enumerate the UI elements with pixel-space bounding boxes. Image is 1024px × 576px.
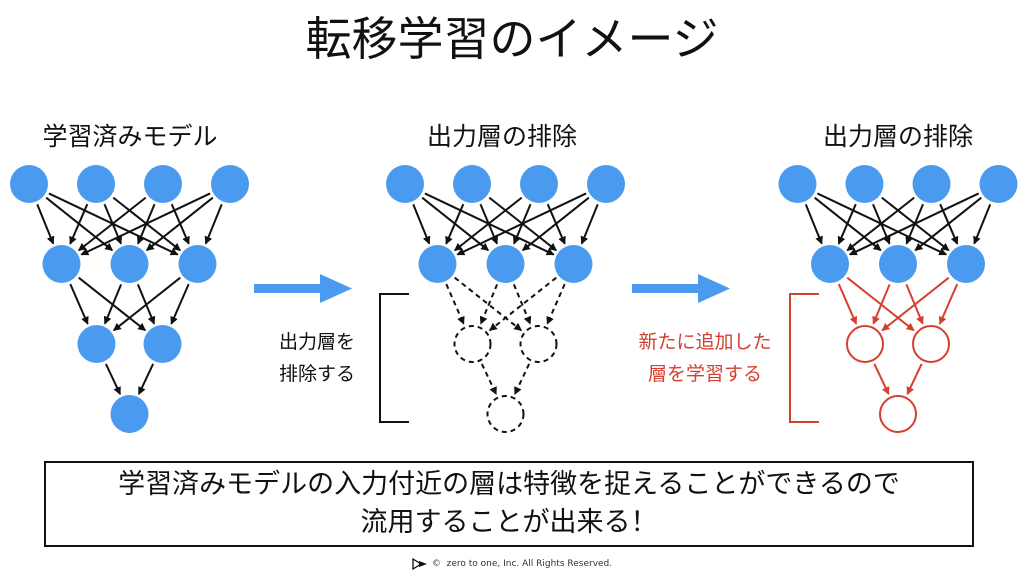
connection-arrow bbox=[170, 283, 190, 325]
connection-arrow bbox=[906, 363, 923, 396]
side-label-remove-output: 出力層を 排除する bbox=[262, 326, 372, 390]
connection-arrow bbox=[837, 203, 857, 245]
transition-arrow-1 bbox=[254, 274, 352, 303]
new-neuron-node bbox=[879, 395, 917, 433]
connection-arrow bbox=[973, 204, 992, 245]
neuron-node bbox=[778, 165, 817, 203]
connection-arrow bbox=[480, 363, 498, 396]
connection-arrow bbox=[453, 196, 523, 252]
bracket-new-layers bbox=[789, 293, 819, 423]
neuron-node bbox=[143, 325, 182, 363]
side-label-train-new: 新たに追加した 層を学習する bbox=[625, 326, 785, 390]
panel-title-remove-output: 出力層の排除 bbox=[426, 122, 577, 151]
neuron-node bbox=[453, 165, 491, 203]
summary-box: 学習済みモデルの入力付近の層は特徴を捉えることができるので 流用することが出来る… bbox=[44, 461, 974, 547]
copyright-text: zero to one, Inc. All Rights Reserved. bbox=[446, 559, 613, 569]
transfer-learning-diagram bbox=[10, 165, 1018, 433]
connection-arrow bbox=[512, 283, 532, 325]
connection-arrow bbox=[145, 196, 214, 252]
network-pretrained bbox=[10, 165, 249, 433]
connection-arrow bbox=[804, 204, 823, 245]
connection-arrow bbox=[103, 283, 123, 325]
connection-arrow bbox=[513, 363, 531, 396]
connection-arrow bbox=[80, 192, 211, 256]
neuron-node bbox=[912, 165, 951, 203]
summary-line-2: 流用することが出来る！ bbox=[360, 507, 658, 538]
connection-arrow bbox=[204, 204, 223, 245]
connection-arrow bbox=[521, 196, 590, 252]
neuron-node bbox=[947, 245, 985, 283]
connection-arrow bbox=[873, 363, 890, 396]
side-label-line: 出力層を bbox=[278, 331, 355, 353]
neuron-node bbox=[144, 165, 182, 203]
connection-arrow bbox=[36, 204, 55, 245]
company-logo-icon bbox=[412, 557, 427, 570]
connection-arrow bbox=[137, 363, 155, 396]
connection-arrow bbox=[77, 196, 147, 252]
connection-arrow bbox=[837, 283, 858, 325]
neuron-node bbox=[77, 165, 115, 203]
connection-arrow bbox=[445, 283, 465, 325]
connection-arrow bbox=[846, 196, 915, 252]
neuron-node bbox=[845, 165, 884, 203]
neuron-node bbox=[110, 245, 149, 283]
neuron-node bbox=[879, 245, 917, 283]
neuron-node bbox=[211, 165, 249, 203]
neuron-node bbox=[979, 165, 1018, 203]
new-neuron-node bbox=[846, 325, 884, 363]
connection-arrow bbox=[938, 283, 959, 325]
neuron-node bbox=[587, 165, 625, 203]
removed-neuron-node bbox=[519, 325, 558, 363]
network-output-removed bbox=[386, 165, 625, 433]
connection-arrow bbox=[412, 204, 431, 245]
connection-arrow bbox=[580, 204, 599, 245]
removed-neuron-node bbox=[453, 325, 492, 363]
neuron-node bbox=[520, 165, 558, 203]
connection-arrow bbox=[872, 283, 891, 325]
side-label-line: 層を学習する bbox=[647, 363, 762, 385]
neuron-node bbox=[178, 245, 217, 283]
neuron-node bbox=[554, 245, 593, 283]
neuron-node bbox=[77, 325, 116, 363]
bracket-removed-layers bbox=[379, 293, 409, 423]
connection-arrow bbox=[881, 276, 950, 332]
connection-arrow bbox=[104, 363, 122, 396]
panel-title-new-layers: 出力層の排除 bbox=[822, 122, 973, 151]
neuron-node bbox=[811, 245, 849, 283]
connection-arrow bbox=[914, 196, 982, 252]
neuron-node bbox=[42, 245, 81, 283]
connection-arrow bbox=[445, 203, 465, 245]
slide-title: 転移学習のイメージ bbox=[305, 12, 719, 66]
connection-arrow bbox=[69, 203, 89, 245]
panel-title-pretrained: 学習済みモデル bbox=[42, 122, 218, 151]
neuron-node bbox=[110, 395, 149, 433]
neuron-node bbox=[486, 245, 525, 283]
new-neuron-node bbox=[912, 325, 950, 363]
transition-arrow-2 bbox=[632, 274, 730, 303]
network-new-layers bbox=[778, 165, 1018, 433]
neuron-node bbox=[418, 245, 457, 283]
copyright-symbol: © bbox=[431, 559, 441, 569]
summary-line-1: 学習済みモデルの入力付近の層は特徴を捉えることができるので bbox=[118, 469, 900, 500]
side-label-line: 新たに追加した bbox=[638, 331, 772, 353]
connection-arrow bbox=[848, 192, 980, 256]
connection-arrow bbox=[456, 192, 587, 256]
connection-arrow bbox=[112, 276, 181, 332]
connection-arrow bbox=[546, 283, 566, 325]
side-label-line: 排除する bbox=[278, 363, 355, 385]
neuron-node bbox=[386, 165, 424, 203]
footer: © zero to one, Inc. All Rights Reserved. bbox=[0, 557, 1024, 571]
connection-arrow bbox=[69, 283, 89, 325]
connection-arrow bbox=[479, 283, 499, 325]
removed-neuron-node bbox=[486, 395, 525, 433]
neuron-node bbox=[10, 165, 48, 203]
